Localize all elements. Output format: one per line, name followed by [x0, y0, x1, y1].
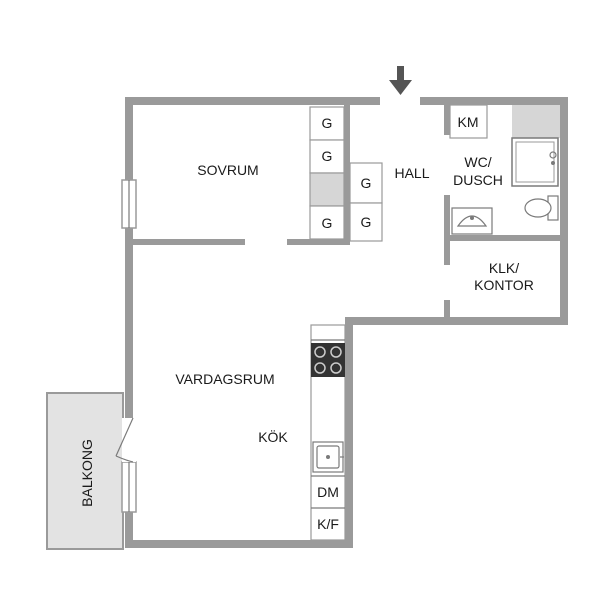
- room-label-balkong: BALKONG: [79, 439, 95, 507]
- bathroom-grey-corner: [512, 104, 561, 138]
- down-arrow-icon: [389, 66, 412, 95]
- room-label-vardagsrum: VARDAGSRUM: [175, 371, 274, 387]
- room-label-sovrum: SOVRUM: [197, 162, 258, 178]
- wardrobe-label: G: [361, 175, 372, 191]
- km-cabinet: [449, 104, 488, 139]
- shower: [511, 137, 559, 187]
- room-label-hall: HALL: [394, 165, 429, 181]
- wardrobe-label: G: [322, 115, 333, 131]
- windows: [121, 179, 137, 513]
- outer-walls: [125, 97, 568, 548]
- interior-walls: [133, 105, 560, 317]
- wardrobe-label: G: [361, 214, 372, 230]
- toilet: [524, 195, 559, 221]
- wardrobe-label: G: [322, 148, 333, 164]
- stove: [311, 343, 345, 377]
- bedroom-wardrobes: [309, 106, 345, 240]
- room-label-km: KM: [458, 114, 479, 130]
- room-label-kontor: KONTOR: [474, 277, 534, 293]
- room-label-klk: KLK/: [489, 260, 519, 276]
- room-label-kok: KÖK: [258, 428, 288, 445]
- room-label-dusch: DUSCH: [453, 172, 503, 188]
- room-label-wc: WC/: [464, 154, 491, 170]
- balcony-door: [115, 417, 136, 463]
- balcony: [46, 392, 124, 550]
- kitchen-sink: [312, 441, 344, 473]
- wardrobe-label: G: [322, 215, 333, 231]
- hall-wardrobes: [349, 162, 383, 242]
- washbasin: [451, 207, 493, 235]
- dishwasher-label: DM: [317, 484, 339, 500]
- fridge-freezer-label: K/F: [317, 516, 339, 532]
